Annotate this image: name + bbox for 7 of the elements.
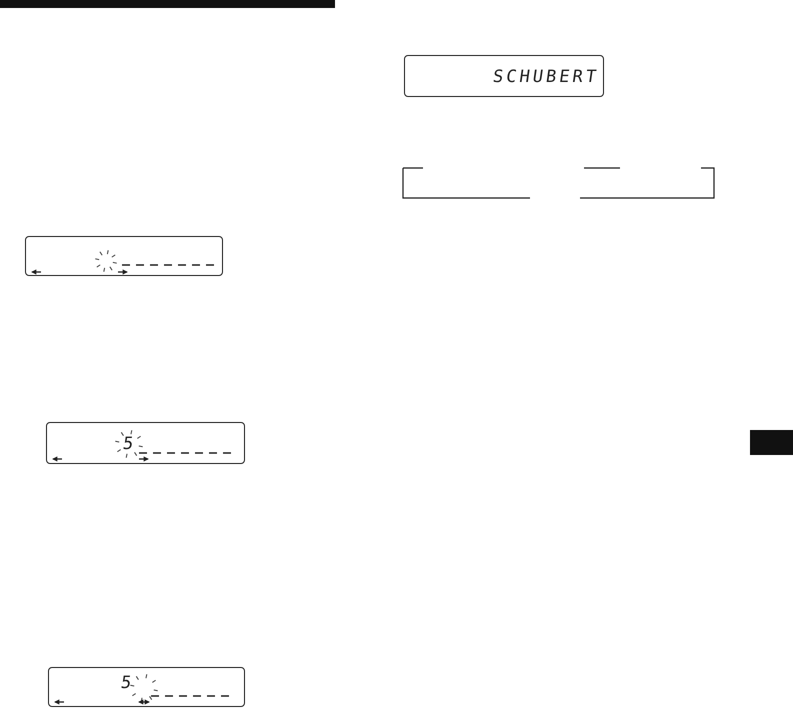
lcd-display bbox=[404, 55, 604, 97]
lcd-display bbox=[48, 667, 245, 707]
lcd-display bbox=[25, 236, 223, 276]
display-text: 5 bbox=[122, 435, 138, 453]
display-text: SCHUBERT bbox=[492, 68, 600, 86]
display-text: 5 bbox=[120, 674, 136, 692]
lcd-display bbox=[46, 422, 245, 464]
